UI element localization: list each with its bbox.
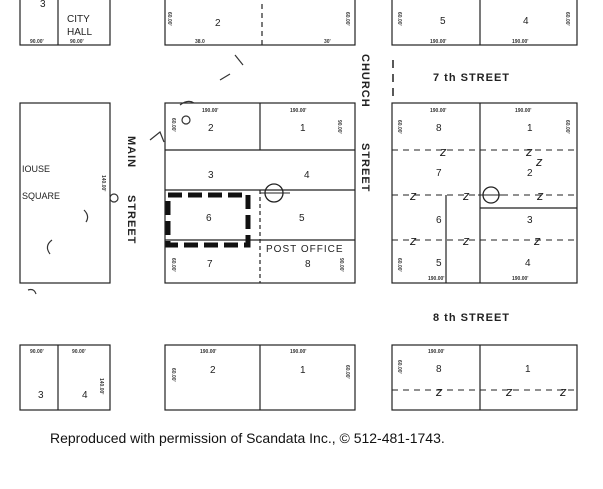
lot-number: 4	[525, 258, 531, 269]
block-bottom-right	[391, 344, 578, 411]
dim-label: 190.00'	[200, 349, 216, 355]
dim-label: 60.00'	[564, 120, 570, 134]
z-mark: z	[462, 233, 470, 248]
lot-number: 2	[215, 18, 221, 29]
dim-label: 90.00'	[30, 39, 44, 45]
street-label-7th: 7 th STREET	[433, 72, 510, 84]
dim-label: 60.00'	[344, 12, 350, 26]
dim-label: 60.00'	[396, 12, 402, 26]
lot-number: 7	[207, 259, 213, 270]
square-label: SQUARE	[22, 191, 60, 201]
dim-label: 190.00'	[428, 276, 444, 282]
z-mark: z	[559, 384, 567, 399]
block-east	[391, 102, 578, 284]
lot-number: 2	[208, 123, 214, 134]
dim-label: 190.00'	[512, 39, 528, 45]
dim-label: 90.00'	[336, 120, 342, 134]
lot-number: 1	[525, 364, 531, 375]
dim-label: 190.00'	[515, 108, 531, 114]
lot-number: 1	[527, 123, 533, 134]
block-top-right	[391, 0, 578, 46]
dim-label: 38.0	[195, 39, 205, 45]
dim-label: 190.00'	[512, 276, 528, 282]
z-mark: z	[462, 188, 470, 203]
street-label-church-street: STREET	[359, 143, 371, 192]
lot-number: 4	[82, 390, 88, 401]
lot-number: 4	[523, 16, 529, 27]
house-label: IOUSE	[22, 164, 50, 174]
highlighted-lot	[165, 192, 251, 248]
dim-label: 60.00'	[564, 12, 570, 26]
dim-label: 140.00'	[100, 175, 106, 191]
lot-number: 5	[299, 213, 305, 224]
z-mark: z	[439, 144, 447, 159]
lot-number: 7	[436, 168, 442, 179]
z-mark: z	[505, 384, 513, 399]
lot-number: 3	[40, 0, 46, 10]
lot-number: 6	[206, 213, 212, 224]
dim-label: 190.00'	[290, 349, 306, 355]
dim-label: 190.00'	[430, 39, 446, 45]
dim-label: 190.00'	[290, 108, 306, 114]
lot-number: 3	[527, 215, 533, 226]
z-mark: z	[533, 233, 541, 248]
block-top-left	[19, 0, 111, 46]
lot-number: 1	[300, 365, 306, 376]
z-mark: z	[535, 154, 543, 169]
street-label-church: CHURCH	[359, 54, 371, 108]
lot-number: 6	[436, 215, 442, 226]
post-office-label: POST OFFICE	[266, 244, 344, 255]
copyright-credit: Reproduced with permission of Scandata I…	[50, 430, 445, 446]
dim-label: 90.00'	[30, 349, 44, 355]
lot-number: 2	[210, 365, 216, 376]
block-bottom-left	[19, 344, 111, 411]
dim-label: 60.00'	[396, 258, 402, 272]
dim-label: 90.00'	[72, 349, 86, 355]
dim-label: 60.00'	[396, 360, 402, 374]
dim-label: 30'	[324, 39, 331, 45]
block-house-square	[19, 102, 111, 284]
z-mark: z	[409, 188, 417, 203]
street-label-8th: 8 th STREET	[433, 312, 510, 324]
lot-number: 5	[440, 16, 446, 27]
lot-number: 3	[208, 170, 214, 181]
dim-label: 190.00'	[428, 349, 444, 355]
dim-label: 60.00'	[170, 118, 176, 132]
lot-number: 4	[304, 170, 310, 181]
dim-label: 60.00'	[170, 368, 176, 382]
dim-label: 90.00'	[338, 258, 344, 272]
lot-number: 8	[436, 364, 442, 375]
dim-label: 60.00'	[396, 120, 402, 134]
city-label: CITY	[67, 14, 90, 25]
street-label-main-street: STREET	[125, 195, 137, 244]
lot-number: 3	[38, 390, 44, 401]
lot-number: 5	[436, 258, 442, 269]
lot-number: 8	[436, 123, 442, 134]
dim-label: 60.00'	[166, 12, 172, 26]
dim-label: 140.00'	[98, 378, 104, 394]
lot-number: 8	[305, 259, 311, 270]
hall-label: HALL	[67, 27, 92, 38]
z-mark: z	[409, 233, 417, 248]
z-mark: z	[435, 384, 443, 399]
z-mark: z	[536, 188, 544, 203]
lot-number: 2	[527, 168, 533, 179]
dim-label: 190.00'	[202, 108, 218, 114]
z-mark: z	[525, 144, 533, 159]
dim-label: 60.00'	[344, 365, 350, 379]
block-top-center	[164, 0, 356, 46]
dim-label: 90.00'	[70, 39, 84, 45]
dim-label: 60.00'	[170, 258, 176, 272]
dim-label: 190.00'	[430, 108, 446, 114]
street-label-main: MAIN	[125, 136, 137, 168]
lot-number: 1	[300, 123, 306, 134]
